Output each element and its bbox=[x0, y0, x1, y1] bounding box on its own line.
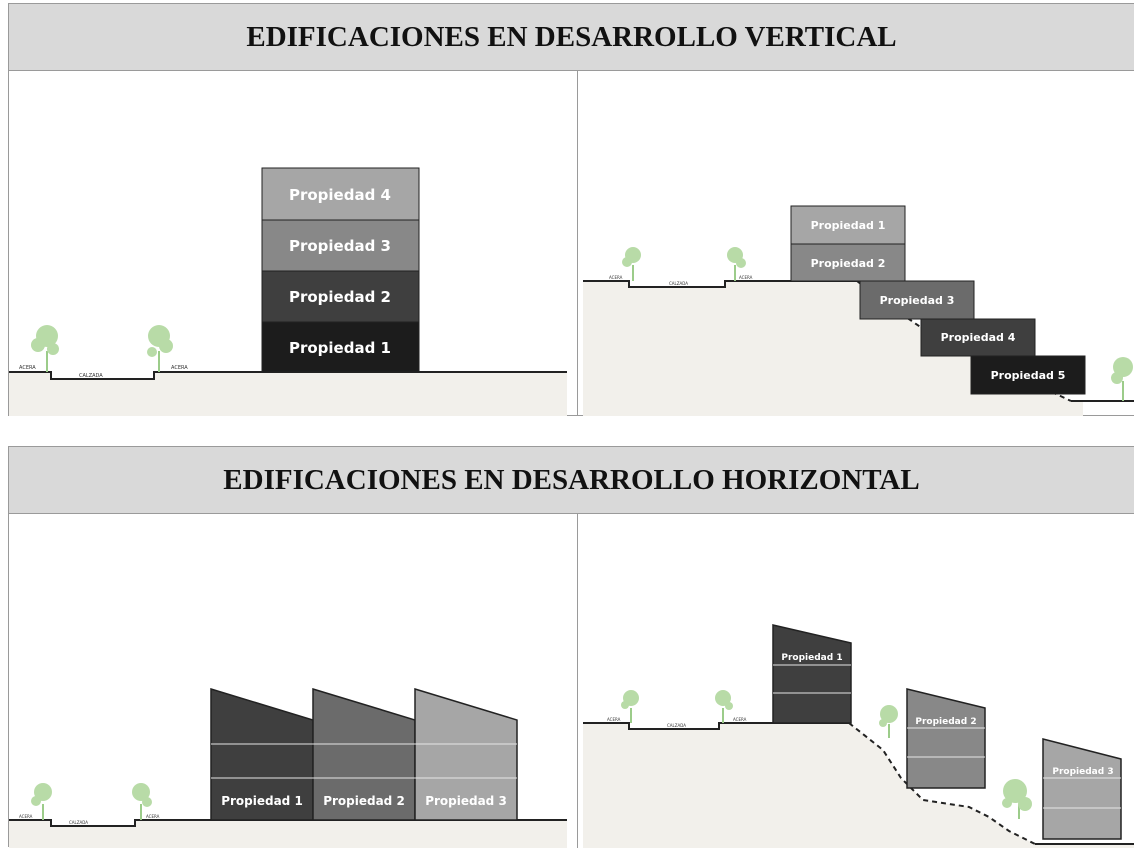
property-label: Propiedad 2 bbox=[323, 794, 405, 808]
tree-icon bbox=[622, 247, 641, 281]
vertical-slope-panel: ACERA CALZADA ACERA Propiedad 1 Propieda… bbox=[583, 71, 1134, 416]
property-label: Propiedad 2 bbox=[915, 717, 976, 727]
tree-icon bbox=[147, 325, 173, 372]
vertical-flat-diagram: ACERA CALZADA ACERA Propiedad 4 Propieda… bbox=[9, 167, 567, 416]
ground bbox=[583, 281, 1083, 416]
acera-left-label: ACERA bbox=[609, 275, 623, 280]
tree-icon bbox=[1111, 357, 1133, 401]
property-label: Propiedad 5 bbox=[991, 369, 1066, 382]
property-label: Propiedad 1 bbox=[781, 653, 842, 663]
acera-right-label: ACERA bbox=[146, 814, 160, 819]
vertical-development-section: EDIFICACIONES EN DESARROLLO VERTICAL ACE… bbox=[8, 3, 1134, 416]
terraced-houses: Propiedad 1 Propiedad 2 Propiedad 3 bbox=[772, 624, 1122, 840]
property-label: Propiedad 2 bbox=[811, 257, 886, 270]
property-label: Propiedad 3 bbox=[425, 794, 507, 808]
acera-right-label: ACERA bbox=[733, 717, 747, 722]
horizontal-slope-diagram: ACERA CALZADA ACERA Propiedad 1 Propieda… bbox=[583, 624, 1134, 848]
panel-divider bbox=[577, 514, 578, 848]
acera-left-label: ACERA bbox=[607, 717, 621, 722]
horizontal-flat-panel: ACERA CALZADA ACERA Propiedad 1 Propieda… bbox=[9, 514, 577, 848]
horizontal-development-section: EDIFICACIONES EN DESARROLLO HORIZONTAL A… bbox=[8, 446, 1134, 848]
property-label: Propiedad 3 bbox=[880, 294, 955, 307]
acera-right-label: ACERA bbox=[171, 365, 188, 371]
street-line bbox=[583, 280, 857, 288]
horizontal-section-title: EDIFICACIONES EN DESARROLLO HORIZONTAL bbox=[9, 447, 1134, 514]
ground bbox=[9, 820, 567, 848]
tree-icon bbox=[1002, 779, 1032, 819]
calzada-label: CALZADA bbox=[79, 373, 103, 379]
property-label: Propiedad 4 bbox=[941, 331, 1016, 344]
acera-right-label: ACERA bbox=[739, 275, 753, 280]
street-line bbox=[9, 371, 567, 380]
horizontal-slope-panel: ACERA CALZADA ACERA Propiedad 1 Propieda… bbox=[583, 514, 1134, 848]
vertical-flat-panel: ACERA CALZADA ACERA Propiedad 4 Propieda… bbox=[9, 71, 577, 416]
vertical-building: Propiedad 4 Propiedad 3 Propiedad 2 Prop… bbox=[261, 167, 420, 373]
ground bbox=[583, 723, 1134, 848]
tree-icon bbox=[132, 783, 152, 820]
ground bbox=[9, 372, 567, 416]
tree-icon bbox=[31, 325, 59, 372]
acera-left-label: ACERA bbox=[19, 365, 36, 371]
tree-icon bbox=[715, 690, 733, 723]
property-label: Propiedad 4 bbox=[289, 186, 391, 204]
property-label: Propiedad 3 bbox=[1052, 767, 1113, 777]
stepped-building: Propiedad 1 Propiedad 2 Propiedad 3 Prop… bbox=[790, 205, 1086, 395]
tree-icon bbox=[727, 247, 746, 281]
property-label: Propiedad 2 bbox=[289, 288, 391, 306]
row-houses: Propiedad 1 Propiedad 2 Propiedad 3 bbox=[210, 687, 518, 821]
acera-left-label: ACERA bbox=[19, 814, 33, 819]
vertical-section-title: EDIFICACIONES EN DESARROLLO VERTICAL bbox=[9, 4, 1134, 71]
property-label: Propiedad 1 bbox=[811, 219, 886, 232]
tree-icon bbox=[621, 690, 639, 723]
property-label: Propiedad 1 bbox=[289, 339, 391, 357]
panel-divider bbox=[577, 71, 578, 416]
property-label: Propiedad 1 bbox=[221, 794, 303, 808]
calzada-label: CALZADA bbox=[69, 820, 88, 825]
street-line bbox=[583, 722, 849, 730]
calzada-label: CALZADA bbox=[667, 723, 686, 728]
terrain-line bbox=[848, 722, 1036, 845]
vertical-slope-diagram: ACERA CALZADA ACERA Propiedad 1 Propieda… bbox=[583, 205, 1134, 416]
calzada-label: CALZADA bbox=[669, 281, 688, 286]
property-label: Propiedad 3 bbox=[289, 237, 391, 255]
horizontal-flat-diagram: ACERA CALZADA ACERA Propiedad 1 Propieda… bbox=[9, 687, 567, 848]
tree-icon bbox=[31, 783, 52, 820]
tree-icon bbox=[879, 705, 898, 738]
